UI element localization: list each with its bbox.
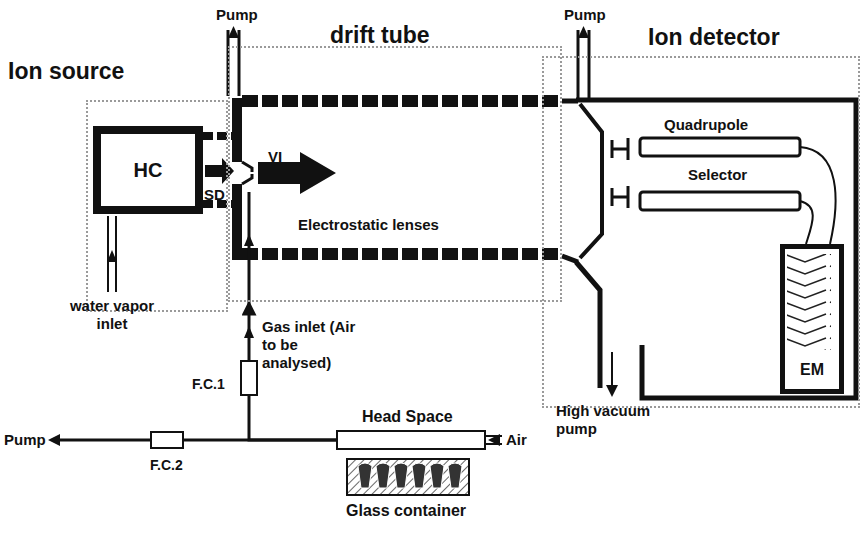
node-text: EM bbox=[785, 361, 839, 379]
part-label: VI bbox=[268, 148, 282, 166]
detector-housing bbox=[640, 138, 800, 156]
detector-housing bbox=[562, 256, 578, 262]
inlet-label: water vapor inlet bbox=[62, 297, 162, 333]
node-text: F.C.2 bbox=[150, 457, 183, 473]
node-text: HC bbox=[101, 159, 195, 182]
detector-housing bbox=[577, 30, 580, 98]
detector-housing bbox=[578, 26, 589, 38]
detector-housing bbox=[576, 100, 856, 398]
drift-tube-walls bbox=[242, 248, 562, 260]
drift-tube-walls bbox=[232, 98, 242, 162]
glass-container-jars bbox=[346, 458, 470, 496]
detector-housing bbox=[562, 99, 578, 104]
detector-housing bbox=[787, 254, 831, 350]
ion-source-parts bbox=[107, 250, 117, 262]
section-heading: drift tube bbox=[330, 22, 430, 48]
detector-housing bbox=[588, 30, 591, 98]
detector-housing bbox=[576, 262, 600, 388]
ion-source-parts bbox=[115, 216, 117, 292]
head-space-box: Head Space bbox=[336, 430, 486, 450]
section-heading: Ion detector bbox=[648, 24, 780, 50]
detector-housing bbox=[562, 26, 856, 398]
ion-source-parts bbox=[107, 216, 109, 292]
node-text: F.C.1 bbox=[192, 376, 225, 392]
inlet-label: Gas inlet (Air to be analysed) bbox=[262, 318, 366, 372]
flow-controller-box: F.C.2 bbox=[150, 431, 184, 449]
node-text: Glass container bbox=[346, 502, 466, 520]
region-box: Ion detectorEM bbox=[542, 56, 860, 408]
gas-line bbox=[248, 302, 251, 360]
drift-tube-walls bbox=[248, 192, 251, 302]
section-heading: Ion source bbox=[8, 58, 124, 84]
drift-tube-walls bbox=[232, 184, 242, 260]
detector-housing bbox=[640, 192, 800, 210]
pump-label: Pump bbox=[216, 6, 258, 24]
detector-housing bbox=[800, 201, 813, 244]
detector-housing bbox=[612, 186, 628, 208]
part-label: High vacuum pump bbox=[556, 402, 666, 438]
node-text: Head Space bbox=[362, 408, 453, 426]
electron-multiplier-box: EM bbox=[780, 244, 844, 394]
flow-controller-box: F.C.1 bbox=[240, 360, 258, 396]
glass-container-box: Glass container bbox=[346, 458, 470, 496]
part-label: Selector bbox=[688, 166, 747, 184]
part-label: Electrostatic lenses bbox=[298, 216, 439, 234]
drift-tube-walls bbox=[228, 26, 239, 38]
drift-tube-walls bbox=[242, 162, 252, 184]
drift-tube-walls bbox=[228, 26, 562, 338]
drift-tube-walls bbox=[242, 95, 562, 107]
detector-housing bbox=[800, 147, 836, 244]
region-box: Ion sourceHC bbox=[86, 100, 228, 312]
glass-container-jars bbox=[346, 458, 470, 496]
sampling-line bbox=[56, 439, 150, 442]
pump-label: Pump bbox=[4, 431, 46, 449]
part-label: SD bbox=[204, 186, 225, 204]
drift-tube-walls bbox=[244, 234, 254, 246]
detector-housing bbox=[606, 385, 618, 397]
gas-line bbox=[184, 439, 336, 442]
detector-housing bbox=[612, 138, 628, 160]
region-box: drift tube bbox=[228, 46, 562, 302]
sampling-line bbox=[48, 434, 60, 446]
detector-housing bbox=[580, 104, 602, 258]
part-label: Quadrupole bbox=[664, 116, 748, 134]
glass-container-jars bbox=[358, 463, 462, 488]
sampling-line bbox=[488, 434, 500, 446]
hollow-cathode-box: HC bbox=[93, 126, 203, 214]
gas-line bbox=[249, 396, 336, 440]
pump-label: Pump bbox=[564, 6, 606, 24]
drift-tube-walls bbox=[238, 30, 241, 96]
detector-housing bbox=[611, 352, 613, 388]
part-label: Air bbox=[506, 431, 527, 449]
